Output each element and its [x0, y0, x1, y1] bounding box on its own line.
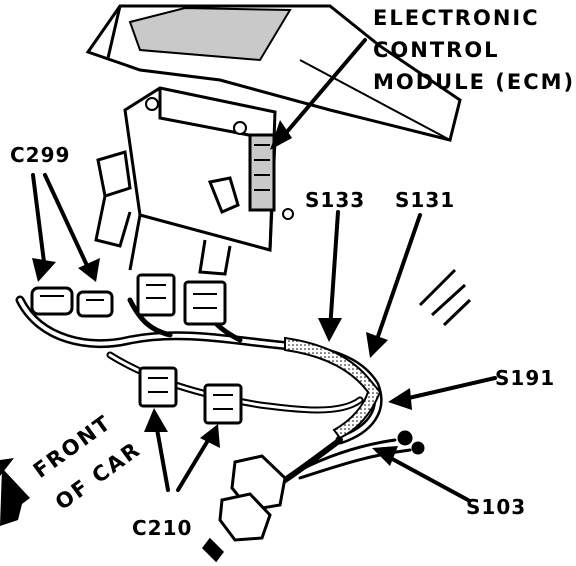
pointer-arrows — [31, 38, 497, 502]
ecm-mount-studs — [145, 97, 294, 220]
c299-connectors — [30, 286, 114, 318]
motion-marks — [418, 268, 472, 327]
s103-label: S103 — [466, 495, 527, 519]
dash-panel-window — [128, 6, 292, 62]
ecm-connectors — [136, 273, 227, 326]
ecm-module — [123, 86, 277, 271]
arrowheads — [32, 120, 412, 466]
ecm-label-line1: ELECTRONIC — [373, 6, 540, 30]
front-of-car-arrow — [0, 458, 30, 526]
s191-label: S191 — [495, 366, 556, 390]
c210-connectors — [138, 366, 243, 425]
harness-taping — [284, 336, 382, 440]
ecm-label-line3: MODULE (ECM) — [373, 70, 576, 94]
s131-label: S131 — [395, 188, 456, 212]
s133-label: S133 — [305, 188, 366, 212]
c210-label: C210 — [132, 516, 193, 540]
c299-label: C299 — [10, 143, 71, 167]
ecm-brackets — [94, 150, 240, 276]
lower-connectors — [202, 430, 425, 563]
ecm-label-line2: CONTROL — [373, 38, 500, 62]
